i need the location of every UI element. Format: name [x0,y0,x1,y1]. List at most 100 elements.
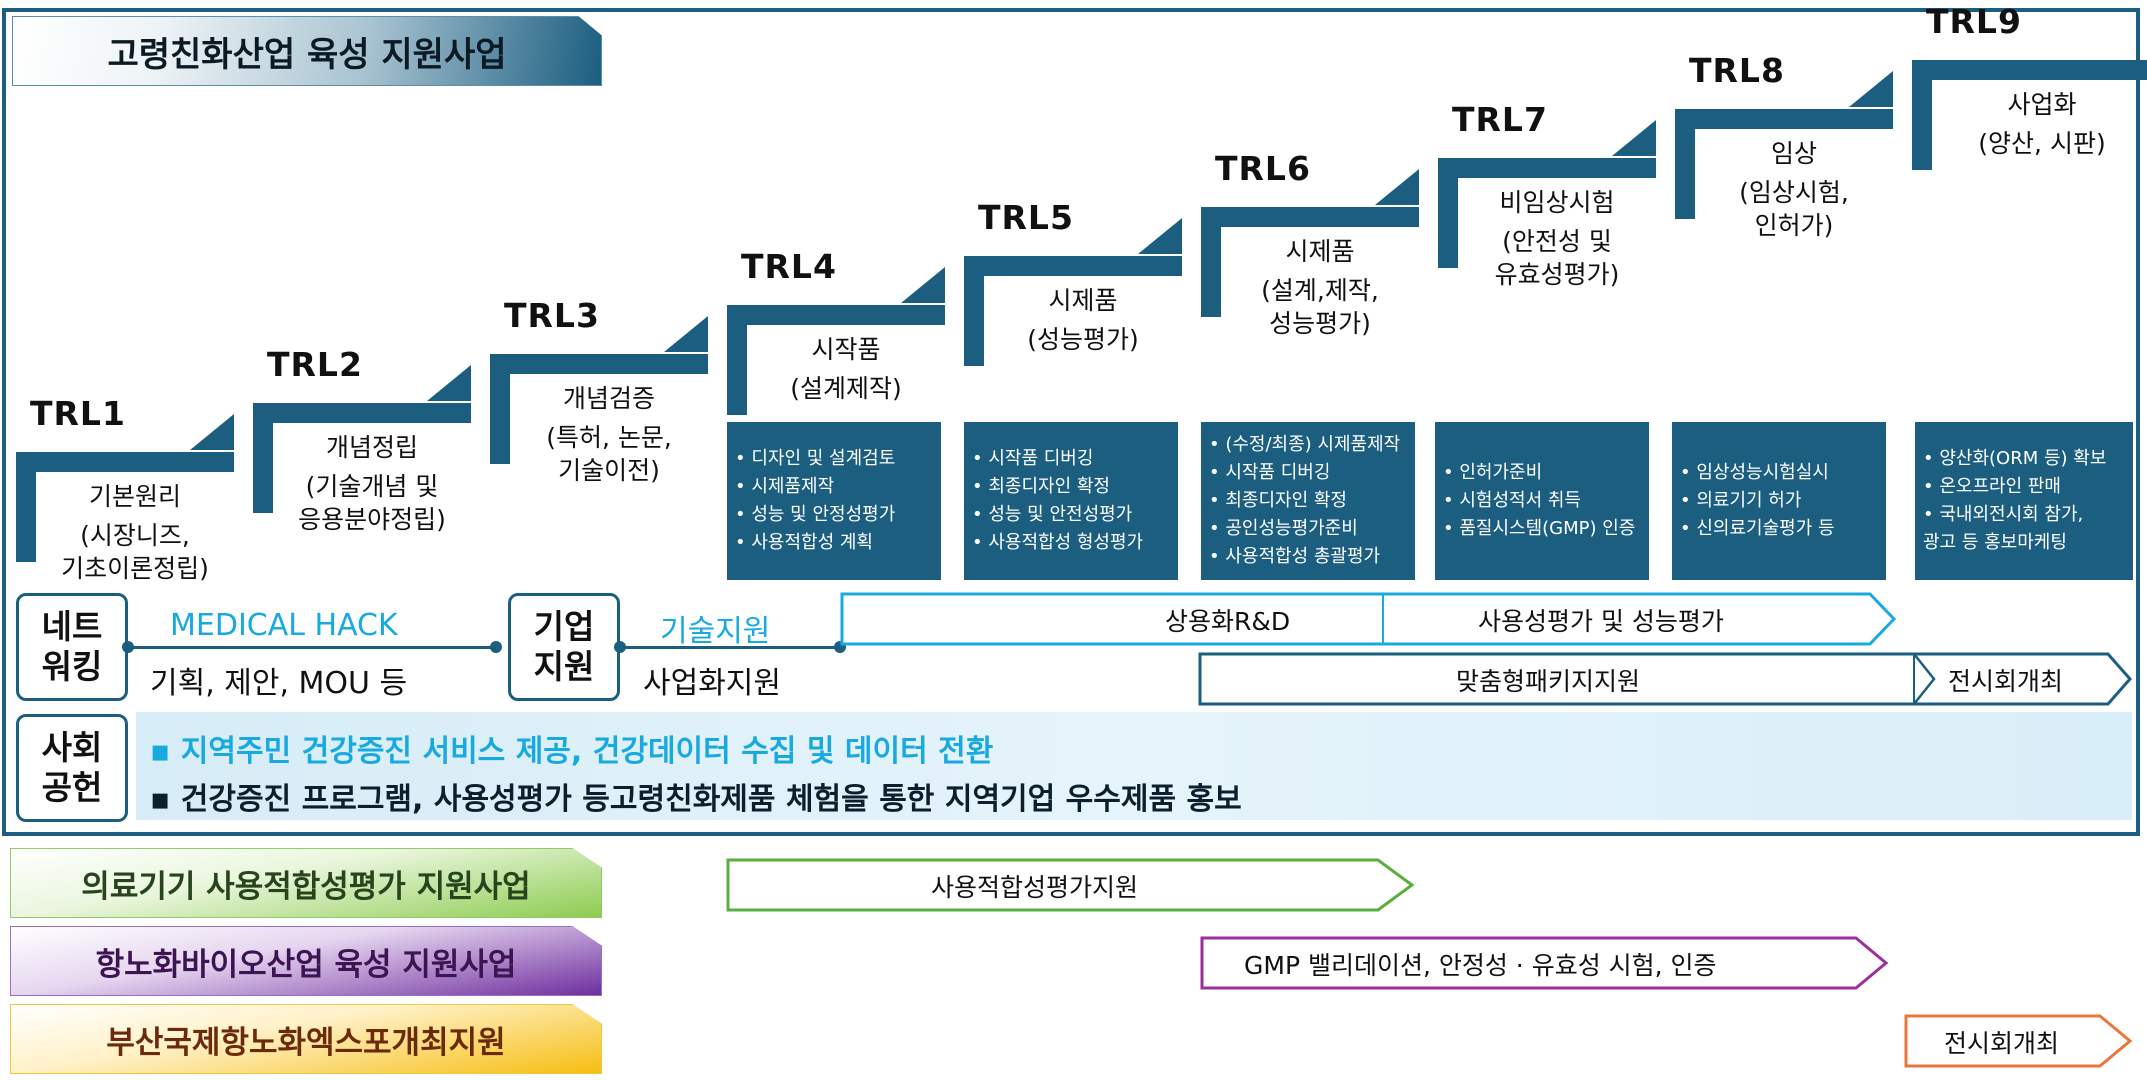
trl-label: TRL7 [1452,100,1548,139]
detail-item: • 사용적합성 계획 [735,532,873,553]
commercial-rnd-arrow: 상용화R&D 사용성평가 및 성능평가 [840,592,1896,646]
detail-item: • 시제품제작 [735,476,835,497]
trl-step-desc-line: 기초이론정립) [61,554,209,583]
page-title-text: 고령친화산업 육성 지원사업 [107,34,507,75]
social-bullet-2: ▪ 건강증진 프로그램, 사용성평가 등고령친화제품 체험을 통한 지역기업 우… [150,782,1242,817]
trl-step-bar [253,403,471,423]
detail-item: • 임상성능시험실시 [1680,462,1829,483]
detail-item: • 의료기기 허가 [1680,490,1802,511]
detail-item: • 최종디자인 확정 [972,476,1110,497]
detail-item: • 디자인 및 설계검토 [735,448,896,469]
trl-step-triangle [901,267,945,303]
trl-step-riser [253,403,273,513]
trl-step-desc-line: (기술개념 및 [305,472,439,501]
trl-step-bar [727,305,945,325]
program-tab-antiaging: 항노화바이오산업 육성 지원사업 [10,926,602,996]
detail-item: • 국내외전시회 참가, [1923,504,2084,525]
trl-step-description: 기본원리(시장니즈,기초이론정립) [36,480,234,585]
trl-step-desc-line: (특허, 논문, [546,423,672,452]
trl-step-description: 개념검증 (특허, 논문, 기술이전) [510,382,708,487]
detail-item: 광고 등 홍보마케팅 [1923,532,2067,553]
trl-step-description: 시작품(설계제작) [747,333,945,405]
trl-step-name: 기본원리 [88,482,181,511]
trl-step-desc-line: 응용분야정립) [298,505,446,534]
trl-step-name: 비임상시험 [1499,188,1615,217]
trl-step-riser [964,256,984,366]
detail-item: • 성능 및 안정성평가 [735,504,896,525]
connector-line [620,646,840,649]
trl-step-bar [1438,158,1656,178]
trl-step-description: 임상 (임상시험, 인허가) [1695,137,1893,242]
commercialization-support-label: 사업화지원 [643,666,781,701]
company-support-label-line1: 기업 [533,607,595,646]
trl-step-name: 개념정립 [325,433,418,462]
social-contribution-band [136,712,2132,820]
program-antiaging-name: 항노화바이오산업 육성 지원사업 [95,946,517,983]
trl-step-riser [727,305,747,415]
trl-step-name: 시제품 [1285,237,1355,266]
program-tab-expo: 부산국제항노화엑스포개최지원 [10,1004,602,1074]
trl-step-riser [1201,207,1221,317]
trl-step-name: 개념검증 [562,384,655,413]
trl-step-desc-line: 유효성평가) [1494,260,1620,289]
trl-step-desc-line: 성능평가) [1269,309,1371,338]
networking-sub-label: 기획, 제안, MOU 등 [150,666,408,701]
networking-label-line1: 네트 [41,607,103,646]
trl-step-bar [1201,207,1419,227]
trl-step-riser [490,354,510,464]
trl-step-desc-line: 기술이전) [558,456,660,485]
trl-step-description: 시제품(설계,제작,성능평가) [1221,235,1419,340]
program-tab-usability: 의료기기 사용적합성평가 지원사업 [10,848,602,918]
program-usability-name: 의료기기 사용적합성평가 지원사업 [81,868,531,905]
detail-item: • 시험성적서 취득 [1443,490,1581,511]
expo-arrow-shape [1904,1014,2133,1068]
trl-step-name: 시제품 [1048,286,1118,315]
commercial-rnd-label: 상용화R&D [1165,607,1291,636]
detail-item: • 품질시스템(GMP) 인증 [1443,518,1636,539]
expo-arrow: 전시회개최 [1904,1014,2134,1068]
detail-item: • 양산화(ORM 등) 확보 [1923,448,2107,469]
trl-step-desc-line: (임상시험, [1739,178,1849,207]
detail-item: • 공인성능평가준비 [1209,518,1358,539]
usability-support-arrow: 사용적합성평가지원 [726,858,1416,912]
trl-step-description: 사업화(양산, 시판) [1932,88,2147,160]
custom-package-arrow-shape [1198,652,2132,706]
gmp-arrow: GMP 밸리데이션, 안정성 · 유효성 시험, 인증 [1200,936,1890,990]
trl-detail-box: • 디자인 및 설계검토 • 시제품제작 • 성능 및 안정성평가 • 사용적합성 계… [727,422,941,580]
commercial-rnd-arrow-shape [840,592,1896,646]
trl-step-desc-line: 인허가) [1754,211,1834,240]
trl-step-riser [1675,109,1695,219]
connector-line [128,646,495,649]
usability-support-arrow-shape [726,858,1415,912]
page-title: 고령친화산업 육성 지원사업 [12,16,602,86]
custom-package-arrow: 맞춤형패키지지원 전시회개최 [1198,652,2132,706]
trl-step-name: 임상 [1770,139,1817,168]
detail-item: • 사용적합성 형성평가 [972,532,1144,553]
company-support-label-line2: 지원 [533,647,595,686]
trl-step-riser [1438,158,1458,268]
trl-step-desc-line: (안전성 및 [1502,227,1612,256]
networking-box: 네트 워킹 [16,593,128,701]
trl-label: TRL2 [267,345,363,384]
detail-item: • 사용적합성 총괄평가 [1209,546,1381,567]
detail-item: • 최종디자인 확정 [1209,490,1347,511]
trl-label: TRL6 [1215,149,1311,188]
trl-label: TRL1 [30,394,126,433]
trl-step-triangle [427,365,471,401]
trl-step-desc-line: (성능평가) [1027,325,1139,354]
social-label-line2: 공헌 [41,768,103,807]
company-support-box: 기업 지원 [508,593,620,701]
trl-step-desc-line: (양산, 시판) [1978,129,2106,158]
trl-step-riser [1912,60,1932,170]
tech-support-label: 기술지원 [660,614,771,649]
social-label-line1: 사회 [41,728,103,767]
detail-item: • 신의료기술평가 등 [1680,518,1835,539]
social-bullet-1: ▪ 지역주민 건강증진 서비스 제공, 건강데이터 수집 및 데이터 전환 [150,734,994,769]
trl-step-bar [1912,60,2147,80]
exhibition-label: 전시회개최 [1948,667,2064,696]
trl-step-riser [16,452,36,562]
program-expo-name: 부산국제항노화엑스포개최지원 [106,1024,506,1061]
gmp-label: GMP 밸리데이션, 안정성 · 유효성 시험, 인증 [1244,951,1717,980]
detail-item: • 시작품 디버깅 [972,448,1094,469]
